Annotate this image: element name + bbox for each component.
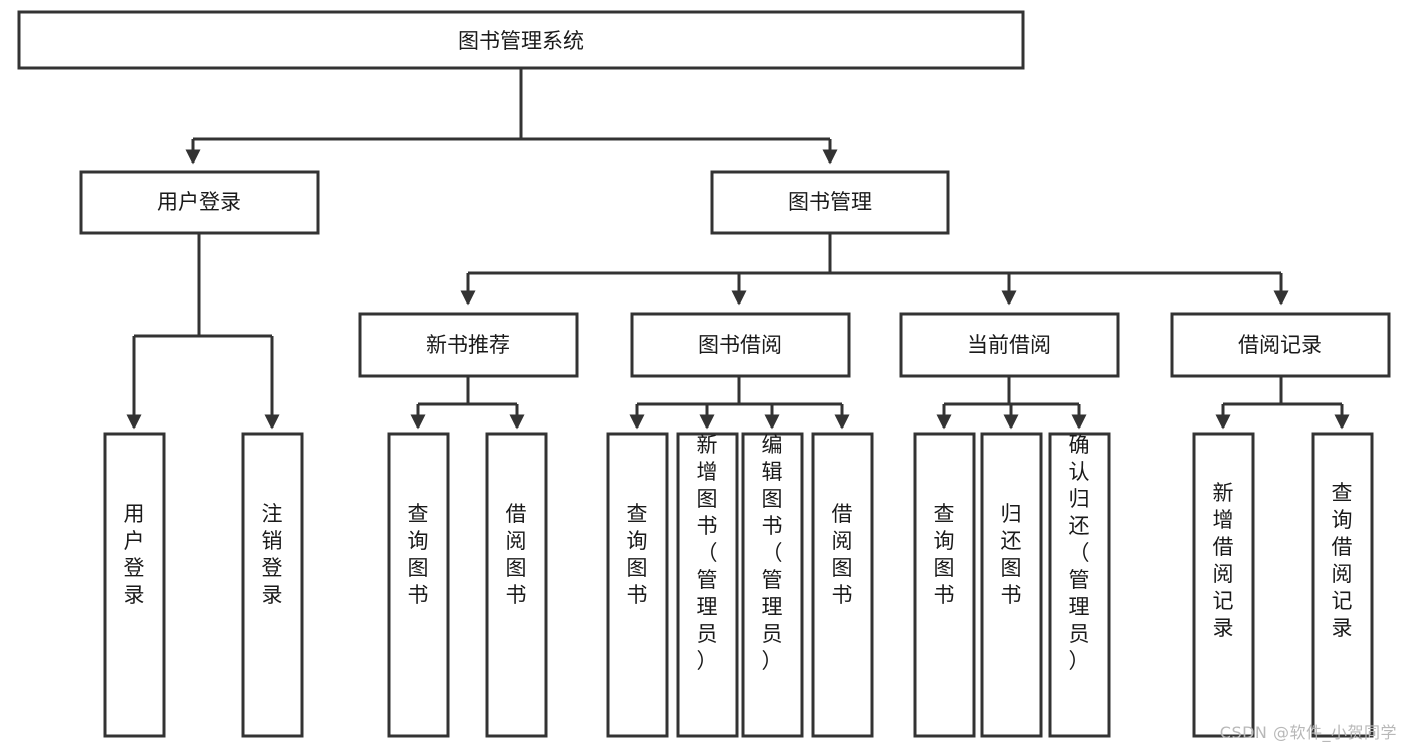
node-leaf-add-borrow-record-label: 新增借阅记录 <box>1213 481 1234 640</box>
node-leaf-logout-label: 注销登录 <box>262 502 283 607</box>
node-leaf-add-borrow-record[interactable]: 新增借阅记录 <box>1192 432 1255 738</box>
node-root-system[interactable]: 图书管理系统 <box>17 10 1025 70</box>
edge-group-user-login <box>126 233 280 430</box>
node-leaf-return-book-label: 归还图书 <box>1001 502 1022 607</box>
node-leaf-query-book-rec-label: 查询图书 <box>408 502 429 607</box>
node-user-login-label: 用户登录 <box>157 190 241 214</box>
node-leaf-query-book-borrow-label: 查询图书 <box>627 502 648 607</box>
node-leaf-borrow-book-label: 借阅图书 <box>832 502 853 607</box>
node-leaf-query-book-current-label: 查询图书 <box>934 502 955 607</box>
node-leaf-edit-book-admin[interactable]: 编辑图书（管理员） <box>741 432 804 738</box>
edge-group-book-management <box>460 233 1289 306</box>
node-leaf-confirm-return-admin-label: 确认归还（管理员） <box>1069 433 1090 673</box>
node-current-borrow-label: 当前借阅 <box>967 333 1051 357</box>
node-book-borrow[interactable]: 图书借阅 <box>630 312 851 378</box>
node-leaf-query-book-borrow[interactable]: 查询图书 <box>606 432 669 738</box>
node-book-management-label: 图书管理 <box>788 190 872 214</box>
node-new-book-recommend[interactable]: 新书推荐 <box>358 312 579 378</box>
node-book-borrow-label: 图书借阅 <box>698 333 782 357</box>
csdn-watermark: CSDN @软件_小贺同学 <box>1219 723 1397 742</box>
node-leaf-return-book[interactable]: 归还图书 <box>980 432 1043 738</box>
node-leaf-confirm-return-admin[interactable]: 确认归还（管理员） <box>1048 432 1111 738</box>
edge-group-root <box>185 68 838 165</box>
node-borrow-record[interactable]: 借阅记录 <box>1170 312 1391 378</box>
node-borrow-record-label: 借阅记录 <box>1238 333 1322 357</box>
node-leaf-logout[interactable]: 注销登录 <box>241 432 304 738</box>
node-leaf-borrow-book[interactable]: 借阅图书 <box>811 432 874 738</box>
node-leaf-query-book-current[interactable]: 查询图书 <box>913 432 976 738</box>
node-leaf-query-book-rec[interactable]: 查询图书 <box>387 432 450 738</box>
node-leaf-query-borrow-record-label: 查询借阅记录 <box>1332 481 1353 640</box>
node-leaf-add-book-admin-label: 新增图书（管理员） <box>697 433 718 673</box>
edge-group-current-borrow <box>936 376 1087 430</box>
node-leaf-user-login[interactable]: 用户登录 <box>103 432 166 738</box>
node-leaf-edit-book-admin-label: 编辑图书（管理员） <box>762 433 783 673</box>
node-leaf-borrow-book-rec[interactable]: 借阅图书 <box>485 432 548 738</box>
node-current-borrow[interactable]: 当前借阅 <box>899 312 1120 378</box>
edge-group-book-borrow <box>629 376 850 430</box>
node-book-management[interactable]: 图书管理 <box>710 170 950 235</box>
node-user-login[interactable]: 用户登录 <box>79 170 320 235</box>
node-new-book-recommend-label: 新书推荐 <box>426 333 510 357</box>
node-leaf-query-borrow-record[interactable]: 查询借阅记录 <box>1311 432 1374 738</box>
edge-group-new-book <box>410 376 525 430</box>
edge-group-borrow-record <box>1215 376 1350 430</box>
node-leaf-add-book-admin[interactable]: 新增图书（管理员） <box>676 432 739 738</box>
node-leaf-borrow-book-rec-label: 借阅图书 <box>506 502 527 607</box>
node-leaf-user-login-label: 用户登录 <box>124 502 145 607</box>
node-root-system-label: 图书管理系统 <box>458 29 584 53</box>
